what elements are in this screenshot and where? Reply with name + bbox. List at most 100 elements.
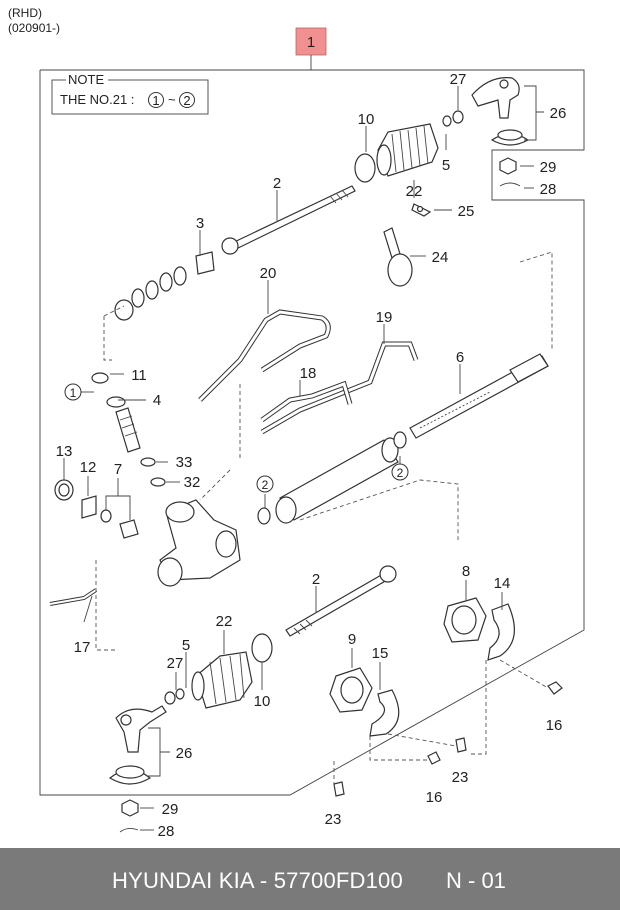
callout-22-lower: 22 <box>216 613 233 630</box>
callout-23-left: 23 <box>325 811 342 828</box>
assembly-number: 1 <box>307 34 315 51</box>
o-ring-33 <box>140 457 156 467</box>
callout-22-upper: 22 <box>406 183 423 200</box>
locknut-27-upper <box>442 110 464 127</box>
callout-14: 14 <box>494 575 511 592</box>
callout-33: 33 <box>176 454 193 471</box>
tie-rod-end-upper <box>471 77 530 146</box>
callout-16-mid: 16 <box>426 789 443 806</box>
ring-10-lower <box>251 633 273 663</box>
callout-27-lower: 27 <box>167 655 184 672</box>
callout-12: 12 <box>80 459 97 476</box>
callout-2-circled-b: 2 <box>262 478 269 492</box>
oil-seal-13 <box>54 479 74 501</box>
inner-rod-upper <box>221 185 356 255</box>
callout-32: 32 <box>184 474 201 491</box>
cotter-pin-28-upper <box>499 182 521 187</box>
callout-8: 8 <box>462 563 470 580</box>
model-rhd-label: (RHD) <box>8 6 42 20</box>
callout-2-upper: 2 <box>273 175 281 192</box>
note-box: NOTE THE NO.21 : 1 ~ 2 <box>51 72 209 115</box>
nut-29-lower <box>121 799 139 817</box>
callout-2-circled-a: 2 <box>397 466 404 480</box>
clip-25 <box>411 203 432 217</box>
note-title: NOTE <box>68 72 104 87</box>
leader-lines <box>63 85 544 831</box>
callout-25: 25 <box>458 203 475 220</box>
callout-circle-2a <box>391 463 409 481</box>
callout-10-lower: 10 <box>254 693 271 710</box>
bolt-23-left <box>333 781 345 797</box>
callout-26-lower: 26 <box>176 745 193 762</box>
boot-upper <box>354 123 439 183</box>
parts-diagram: 1 NOTE THE NO.21 : 1 ~ 2 <box>39 27 585 840</box>
callout-5-lower: 5 <box>182 637 190 654</box>
callout-27-upper: 27 <box>450 71 467 88</box>
bolt-16-mid <box>427 751 441 765</box>
assembly-outline <box>39 69 585 796</box>
bushing-9 <box>329 667 373 713</box>
callout-circle-2b <box>256 475 274 493</box>
locknut-lower <box>164 688 185 705</box>
callout-6: 6 <box>456 349 464 366</box>
callout-28-upper: 28 <box>540 181 557 198</box>
dashed-guide-2 <box>199 384 241 501</box>
callout-labels: 27 26 10 5 29 28 2 22 25 3 24 20 19 6 11… <box>56 71 567 840</box>
callout-5-upper: 5 <box>442 157 450 174</box>
callout-19: 19 <box>376 309 393 326</box>
callout-9: 9 <box>348 631 356 648</box>
callout-18: 18 <box>300 365 317 382</box>
assembly-number-box <box>295 27 327 56</box>
part-number-label: HYUNDAI KIA - 57700FD100 <box>112 868 403 893</box>
callout-3: 3 <box>196 215 204 232</box>
callout-24: 24 <box>432 249 449 266</box>
pinion-shaft <box>91 372 141 453</box>
hose-17 <box>49 588 98 606</box>
callout-20: 20 <box>260 265 277 282</box>
callout-16-right: 16 <box>546 717 563 734</box>
callout-4: 4 <box>153 392 161 409</box>
band-24 <box>383 227 413 287</box>
callout-29-lower: 29 <box>162 801 179 818</box>
cotter-pin-28-lower <box>119 827 139 833</box>
bracket-15 <box>369 689 400 737</box>
boot-lower <box>191 651 253 709</box>
pipe-20 <box>198 309 331 402</box>
bracket-14 <box>487 603 515 661</box>
note-circle-b: 2 <box>183 93 190 108</box>
bushing-8 <box>443 597 487 643</box>
callout-15: 15 <box>372 645 389 662</box>
pipe-18 <box>260 380 353 423</box>
o-ring-32 <box>150 477 166 487</box>
rack-housing-tube <box>275 431 407 524</box>
date-range-label: (020901-) <box>8 21 61 35</box>
bearing-12 <box>81 495 97 519</box>
footer-bar: HYUNDAI KIA - 57700FD100 N - 01 <box>0 848 620 910</box>
callout-7: 7 <box>114 461 122 478</box>
bolt-23-right <box>455 737 467 753</box>
rack-6 <box>409 353 549 439</box>
tie-rod-end-lower <box>108 705 167 785</box>
gear-housing <box>157 499 241 587</box>
note-sep: ~ <box>168 92 176 107</box>
nut-29-upper <box>499 157 517 175</box>
dashed-guide-4 <box>95 479 459 651</box>
bushing-3 <box>114 251 215 321</box>
bolt-16-right <box>547 681 563 695</box>
note-circle-a: 1 <box>152 93 159 108</box>
note-prefix: THE NO.21 : <box>60 92 134 107</box>
callout-2-lower: 2 <box>312 571 320 588</box>
dashed-guide-1 <box>103 305 125 361</box>
inner-rod-lower <box>285 565 397 637</box>
seal-2-left <box>257 507 271 525</box>
callout-26-upper: 26 <box>550 105 567 122</box>
callout-11: 11 <box>131 367 147 384</box>
callout-circle-1 <box>64 383 82 401</box>
yoke-7 <box>100 509 139 539</box>
callout-29-upper: 29 <box>540 159 557 176</box>
callout-23-right: 23 <box>452 769 469 786</box>
dashed-guide-3 <box>519 251 553 350</box>
page-number-label: N - 01 <box>446 868 506 893</box>
callout-17: 17 <box>74 639 91 656</box>
pipe-19 <box>260 341 419 435</box>
